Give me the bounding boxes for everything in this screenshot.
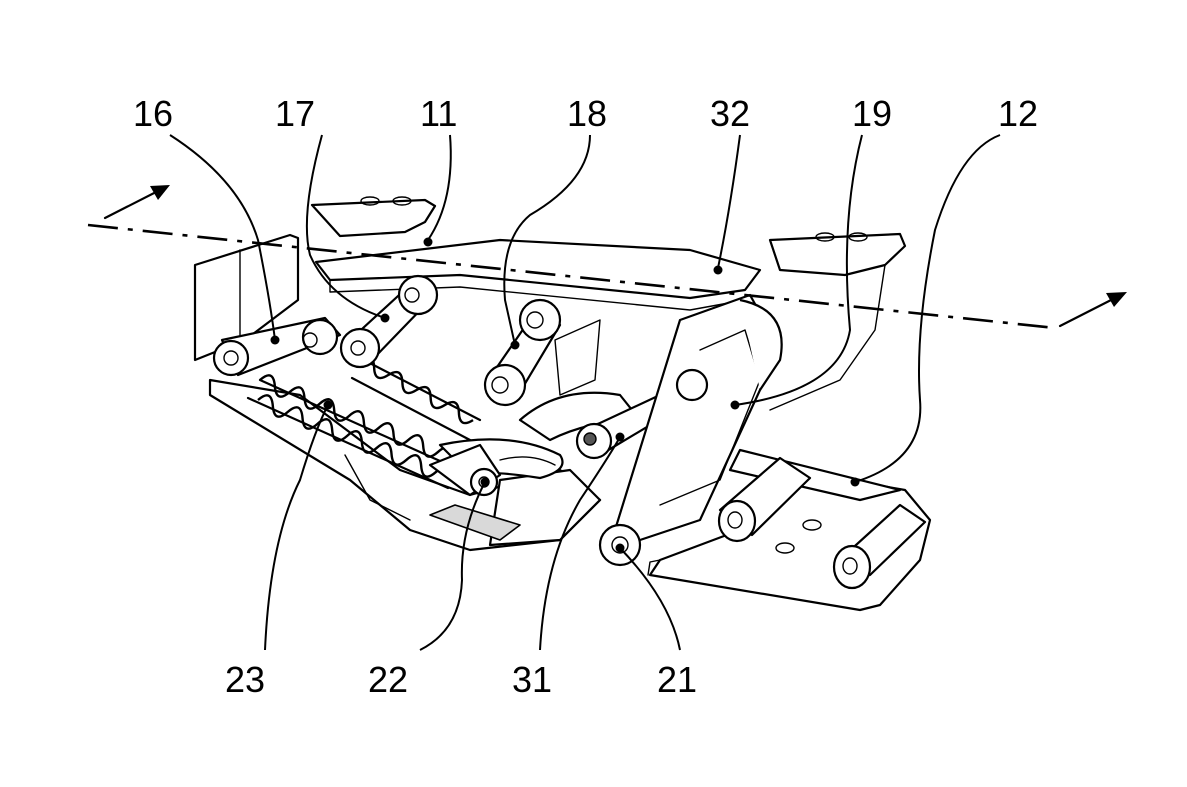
label-17: 17 — [275, 93, 315, 134]
spring-right — [352, 354, 480, 440]
label-32: 32 — [710, 93, 750, 134]
link-arm-18 — [485, 300, 600, 405]
label-23: 23 — [225, 659, 265, 700]
label-21: 21 — [657, 659, 697, 700]
label-11: 11 — [420, 93, 457, 134]
label-12: 12 — [998, 93, 1038, 134]
label-22: 22 — [368, 659, 408, 700]
label-18: 18 — [567, 93, 607, 134]
label-31: 31 — [512, 659, 552, 700]
label-19: 19 — [852, 93, 892, 134]
label-16: 16 — [133, 93, 173, 134]
